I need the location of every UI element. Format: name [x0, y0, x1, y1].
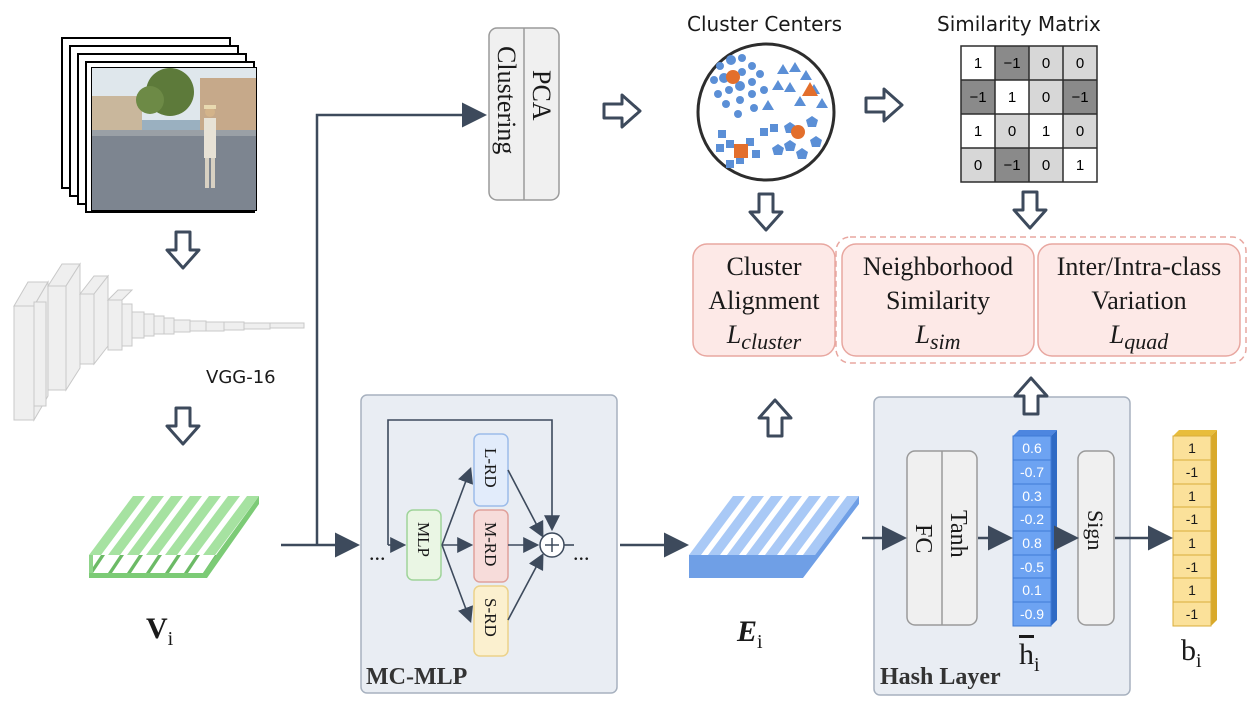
h-i-label: hi — [1019, 638, 1040, 676]
b-value: -1 — [1185, 511, 1199, 527]
m-rd-block: M-RD — [481, 522, 500, 567]
matrix-cell: 1 — [1041, 122, 1051, 140]
loss-box-cluster — [692, 243, 836, 357]
loss-box-quad — [1037, 243, 1241, 357]
matrix-cell: 0 — [1075, 54, 1085, 72]
h-value: 0.8 — [1022, 535, 1042, 551]
flow-arrows — [281, 102, 1173, 558]
pca-label: PCA — [527, 70, 556, 121]
inter-intra-class-loss: Inter/Intra-class Variation Lquad — [1056, 252, 1222, 355]
vgg16-network — [13, 262, 305, 422]
h-value: 0.1 — [1022, 582, 1042, 598]
v-feature-stack — [89, 496, 259, 578]
video-frames — [61, 37, 257, 213]
b-value: -1 — [1185, 559, 1199, 575]
loss-box-sim — [841, 243, 1035, 357]
h-vector — [1012, 430, 1057, 627]
neighborhood-similarity-loss: Neighborhood Similarity Lsim — [862, 252, 1014, 355]
s-rd-block: S-RD — [481, 598, 500, 637]
matrix-cell: −1 — [1003, 54, 1021, 72]
down-arrow-vgg — [165, 406, 201, 446]
matrix-cell: 0 — [1075, 122, 1085, 140]
down-arrow-frames — [165, 230, 201, 270]
fc-label: FC — [910, 524, 936, 554]
b-value: -1 — [1185, 606, 1199, 622]
clustering-label: Clustering — [492, 46, 521, 155]
matrix-cell: 1 — [1007, 88, 1017, 106]
h-value: 0.6 — [1022, 440, 1042, 456]
right-arrow-pca — [602, 93, 642, 129]
e-feature-stack — [689, 496, 859, 578]
b-value: -1 — [1185, 464, 1199, 480]
vgg16-label: VGG-16 — [206, 367, 276, 388]
similarity-matrix-title: Similarity Matrix — [937, 12, 1101, 36]
b-value: 1 — [1188, 582, 1196, 598]
cluster-centers-plot — [696, 42, 836, 182]
mc-mlp-label: MC-MLP — [366, 664, 468, 690]
h-value: -0.9 — [1019, 606, 1045, 622]
b-i-label: bi — [1181, 634, 1202, 672]
down-arrow-matrix — [1012, 190, 1048, 230]
loss-group-dashed — [835, 236, 1247, 364]
b-value: 1 — [1188, 535, 1196, 551]
cluster-centers-title: Cluster Centers — [687, 12, 843, 36]
matrix-cell: 1 — [973, 122, 983, 140]
right-arrow-centers — [864, 87, 904, 123]
matrix-cell: 0 — [1041, 54, 1051, 72]
matrix-cell: 0 — [1041, 156, 1051, 174]
output-ellipsis: ... — [573, 540, 590, 565]
mlp-block: MLP — [414, 522, 433, 557]
matrix-cell: −1 — [1071, 88, 1089, 106]
matrix-cell: 0 — [973, 156, 983, 174]
matrix-cell: 0 — [1007, 122, 1017, 140]
up-arrow-e — [757, 398, 793, 438]
h-value: -0.7 — [1019, 464, 1045, 480]
cluster-alignment-loss: Cluster Alignment Lcluster — [708, 252, 820, 355]
h-value: -0.5 — [1019, 559, 1045, 575]
similarity-matrix-grid — [960, 45, 1098, 183]
b-value: 1 — [1188, 440, 1196, 456]
tanh-label: Tanh — [945, 510, 971, 558]
hash-layer-label: Hash Layer — [880, 664, 1001, 690]
l-rd-block: L-RD — [481, 448, 500, 488]
mc-mlp-arrows — [387, 419, 574, 623]
input-ellipsis: ... — [369, 540, 386, 565]
down-arrow-centers — [748, 192, 784, 232]
matrix-cell: −1 — [969, 88, 987, 106]
b-vector — [1172, 430, 1217, 627]
b-value: 1 — [1188, 488, 1196, 504]
matrix-cell: 0 — [1041, 88, 1051, 106]
matrix-cell: 1 — [1075, 156, 1085, 174]
matrix-cell: 1 — [973, 54, 983, 72]
sign-label: Sign — [1083, 510, 1108, 551]
matrix-cell: −1 — [1003, 156, 1021, 174]
e-i-label: Ei — [737, 615, 763, 653]
h-value: 0.3 — [1022, 488, 1042, 504]
v-i-label: Vi — [146, 612, 174, 650]
h-value: -0.2 — [1019, 511, 1045, 527]
